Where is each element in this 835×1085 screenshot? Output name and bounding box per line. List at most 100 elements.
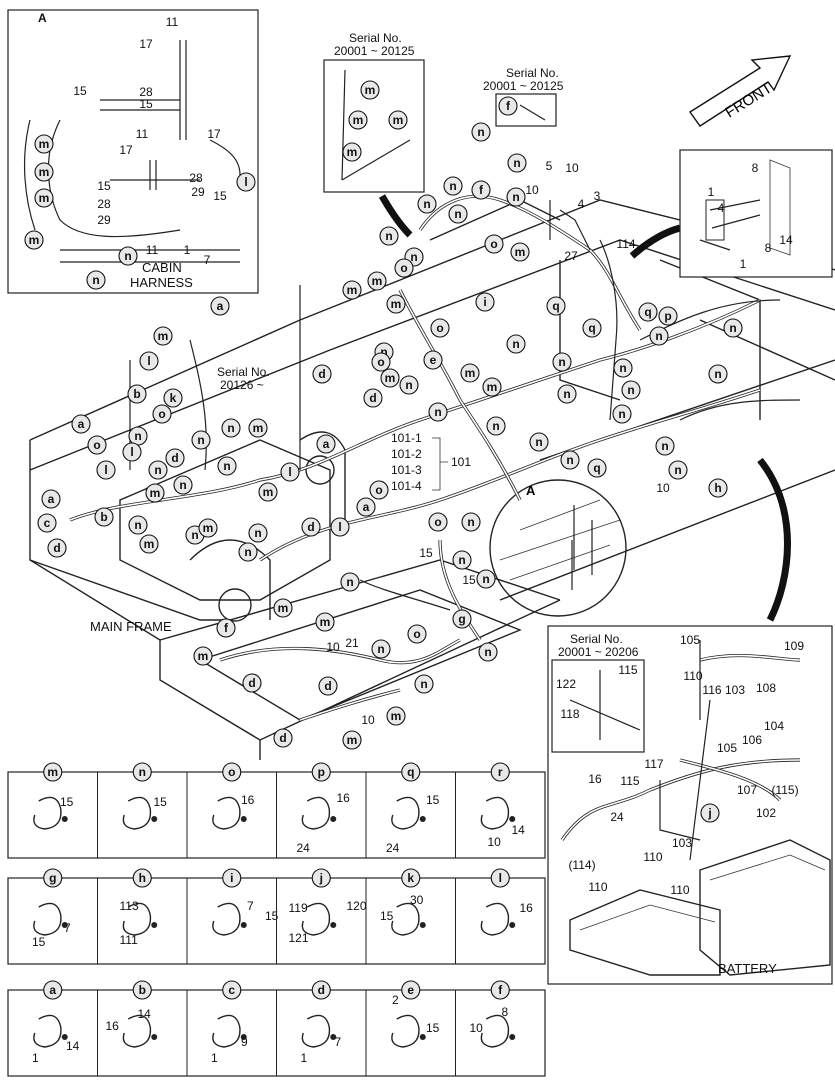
callout-circle xyxy=(557,384,577,404)
callout-circle xyxy=(546,296,566,316)
callout-circle xyxy=(280,462,300,482)
part-number: 27 xyxy=(564,249,578,263)
callout-circle xyxy=(71,414,91,434)
battery-part-number: 103 xyxy=(672,836,692,850)
callout-circle xyxy=(613,358,633,378)
callout-letter: m xyxy=(47,765,58,779)
callout-letter: n xyxy=(254,526,261,540)
battery-detail-box: Serial No. 20001 ~ 20206 BATTERY 1221151… xyxy=(547,625,833,985)
clip-ref-circle: n xyxy=(723,318,743,338)
legend-part-number: 120 xyxy=(347,899,367,913)
clip-ref-circle: q xyxy=(638,302,658,322)
clip-ref-circle: m xyxy=(153,326,173,346)
clip-ref-circle: o xyxy=(428,512,448,532)
legend-part-number: 16 xyxy=(241,793,255,807)
legend-key-circle: b xyxy=(132,980,152,1000)
callout-circle xyxy=(311,980,331,1000)
clip-ref-circle: n xyxy=(248,523,268,543)
callout-letter: a xyxy=(217,299,224,313)
clip-ref-circle: n xyxy=(557,384,577,404)
clip-ref-circle: n xyxy=(476,569,496,589)
callout-circle xyxy=(43,762,63,782)
clip-ref-circle: n xyxy=(238,542,258,562)
harness-101-3: 101-3 xyxy=(391,463,422,477)
callout-circle xyxy=(506,334,526,354)
callout-circle xyxy=(428,402,448,422)
bolt-icon xyxy=(61,1034,68,1040)
callout-letter: d xyxy=(318,367,325,381)
clip-sketch xyxy=(212,902,241,936)
clip-ref-circle: a xyxy=(71,414,91,434)
clip-ref-circle: m xyxy=(198,518,218,538)
callout-letter: n xyxy=(566,453,573,467)
battery-part-number: 110 xyxy=(643,850,662,864)
clip-ref-circle: o xyxy=(484,234,504,254)
clip-ref-circle: g xyxy=(452,609,472,629)
callout-circle xyxy=(311,868,331,888)
bolt-icon xyxy=(61,816,68,822)
callout-letter: m xyxy=(198,649,209,663)
clip-sketch xyxy=(301,902,331,936)
callout-circle xyxy=(311,762,331,782)
detail-a-part-number: 11 xyxy=(166,15,179,29)
callout-letter: d xyxy=(318,983,325,997)
battery-serial-range: 20001 ~ 20206 xyxy=(558,645,639,659)
callout-letter: m xyxy=(29,233,40,247)
detail-a-clip-ref: n xyxy=(86,270,106,290)
serial-2-title: Serial No. xyxy=(506,66,559,80)
callout-circle xyxy=(152,404,172,424)
callout-letter: d xyxy=(171,451,178,465)
clip-ref-circle: m xyxy=(193,646,213,666)
callout-circle xyxy=(216,618,236,638)
serial-1-clip-ref: m xyxy=(388,110,408,130)
callout-letter: o xyxy=(413,627,420,641)
harness-101-2: 101-2 xyxy=(391,447,422,461)
callout-circle xyxy=(236,172,256,192)
bolt-icon xyxy=(151,1034,158,1040)
callout-letter: m xyxy=(39,191,50,205)
legend-part-number: 24 xyxy=(386,841,400,855)
callout-letter: m xyxy=(347,733,358,747)
callout-letter: o xyxy=(434,515,441,529)
clip-ref-circle: l xyxy=(96,460,116,480)
callout-circle xyxy=(356,497,376,517)
battery-part-number: (115) xyxy=(771,783,798,797)
clip-ref-circle: d xyxy=(165,448,185,468)
callout-circle xyxy=(498,96,518,116)
clip-sketch xyxy=(212,1014,241,1048)
legend-part-number: 1 xyxy=(32,1051,39,1065)
callout-circle xyxy=(221,418,241,438)
clip-legend: m15n15o16p1624q1524r1410g715h113111i715j… xyxy=(7,762,546,1077)
clip-ref-circle: n xyxy=(221,418,241,438)
legend-key-circle: c xyxy=(222,980,242,1000)
callout-letter: m xyxy=(263,485,274,499)
callout-circle xyxy=(191,430,211,450)
legend-part-number: 14 xyxy=(66,1039,80,1053)
callout-letter: a xyxy=(78,417,85,431)
clip-ref-circle: m xyxy=(380,368,400,388)
legend-key-circle: r xyxy=(490,762,510,782)
callout-circle xyxy=(587,458,607,478)
clip-sketch xyxy=(33,796,62,830)
clip-ref-circle: m xyxy=(342,280,362,300)
detail-a-part-number: 11 xyxy=(146,243,159,257)
detail-a-part-number: 15 xyxy=(73,84,87,98)
part-number: 10 xyxy=(326,640,340,654)
callout-circle xyxy=(163,388,183,408)
callout-letter: b xyxy=(139,983,146,997)
battery-part-number: 117 xyxy=(644,757,663,771)
legend-key-circle: q xyxy=(401,762,421,782)
clip-ref-circle: d xyxy=(312,364,332,384)
callout-letter: n xyxy=(513,156,520,170)
clip-ref-circle: n xyxy=(461,512,481,532)
clip-ref-circle: p xyxy=(658,306,678,326)
detail-a-part-number: 11 xyxy=(136,127,149,141)
legend-part-number: 111 xyxy=(120,933,139,947)
callout-letter: m xyxy=(515,245,526,259)
